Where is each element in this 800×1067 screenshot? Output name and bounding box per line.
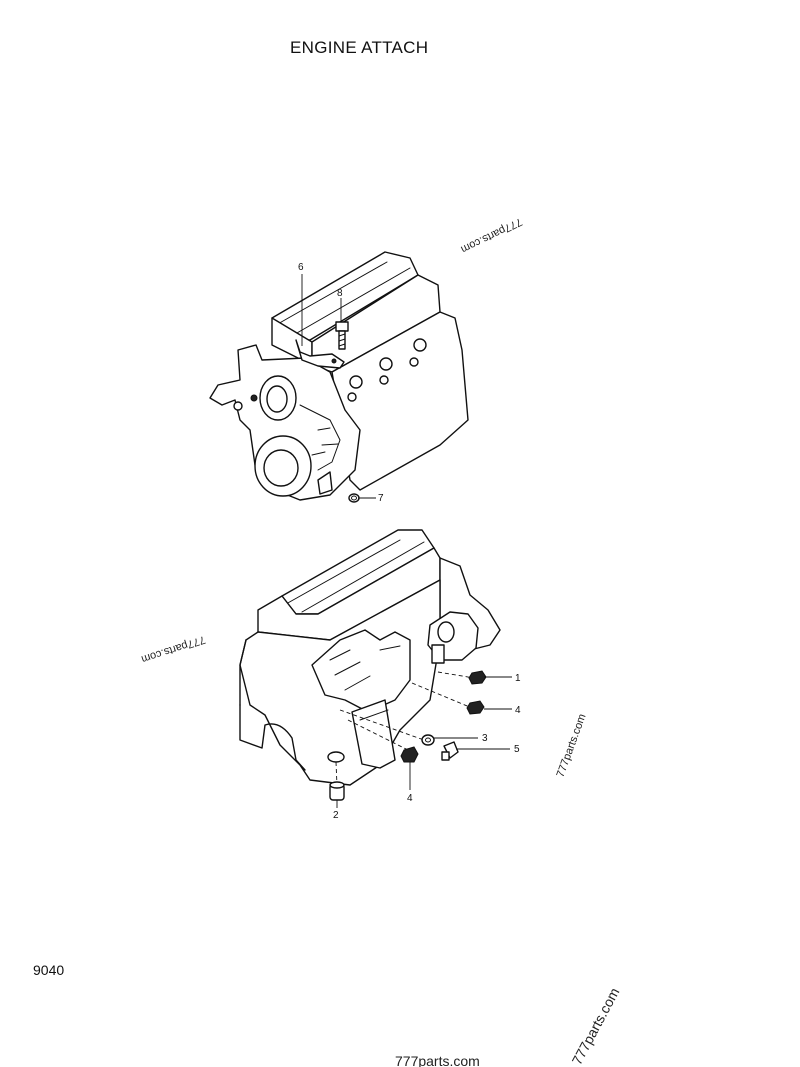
callout-3: 3 bbox=[482, 733, 488, 744]
callout-4-right: 4 bbox=[515, 705, 521, 716]
leader-lines bbox=[301, 274, 512, 808]
watermark-bottom-right: 777parts.com bbox=[569, 985, 623, 1067]
page-title: ENGINE ATTACH bbox=[290, 38, 429, 57]
callout-6: 6 bbox=[298, 262, 304, 273]
engine-lower-view bbox=[239, 529, 501, 801]
callout-8: 8 bbox=[337, 288, 343, 299]
callout-2: 2 bbox=[333, 810, 339, 821]
callout-7: 7 bbox=[378, 493, 384, 504]
watermark-bottom: 777parts.com bbox=[395, 1053, 480, 1067]
engine-upper-view bbox=[209, 251, 469, 503]
watermark-upper: 777parts.com bbox=[459, 215, 524, 255]
page-code: 9040 bbox=[33, 962, 65, 978]
callout-1: 1 bbox=[515, 673, 521, 684]
watermark-left: 777parts.com bbox=[140, 633, 207, 665]
watermark-right-vertical: 777parts.com bbox=[555, 712, 589, 779]
callouts: 1 2 3 4 4 5 6 7 8 bbox=[298, 262, 521, 821]
callout-5: 5 bbox=[514, 744, 520, 755]
callout-4-lower: 4 bbox=[407, 793, 413, 804]
